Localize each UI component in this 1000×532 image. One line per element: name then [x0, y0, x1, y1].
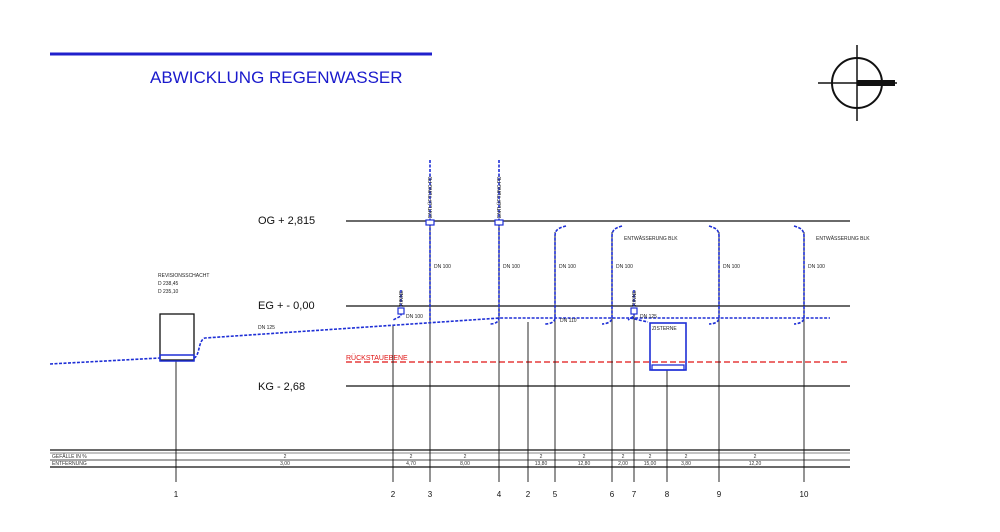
dn-label-3: DN 100	[434, 264, 451, 270]
rinne-label-7: RINNE	[632, 290, 638, 306]
axis-number: 1	[174, 490, 179, 499]
shaft-line1: D 238,45	[158, 281, 179, 287]
entlueftung-label-3: ENTLÜFTUNG FD	[427, 176, 434, 218]
downpipe-5	[544, 225, 567, 325]
dn-label-4: DN 100	[503, 264, 520, 270]
entlueftung-label-4: ENTLÜFTUNG FD	[496, 176, 503, 218]
gefaelle-value: 2	[649, 454, 652, 460]
axis-number: 4	[497, 490, 502, 499]
axis-numbers: 1 2 3 4 2 5 6 7 8 9 10	[174, 490, 809, 499]
bottom-table	[50, 449, 850, 468]
axis-number: 2	[526, 490, 531, 499]
entfernung-values: 3,00 4,70 8,00 13,80 12,80 2,00 15,00 3,…	[280, 461, 761, 467]
axis-number: 2	[391, 490, 396, 499]
level-og: OG + 2,815	[258, 215, 315, 227]
rueckstau-label: RÜCKSTAUEBENE	[346, 354, 408, 362]
dn-label-9: DN 100	[723, 264, 740, 270]
entfernung-value: 15,00	[644, 461, 657, 467]
downpipe-4	[489, 160, 500, 325]
rinne-2	[392, 290, 402, 321]
rinne-label-2: RINNE	[399, 290, 405, 306]
axis-lines	[175, 226, 805, 482]
level-kg: KG - 2,68	[258, 381, 305, 393]
entfernung-value: 4,70	[406, 461, 416, 467]
gefaelle-value: 2	[685, 454, 688, 460]
dn-label-5b: DN 110	[560, 318, 577, 324]
gefaelle-value: 2	[464, 454, 467, 460]
level-eg: EG + - 0,00	[258, 300, 315, 312]
vent-cap-3	[425, 219, 435, 226]
downpipe-10	[793, 225, 805, 325]
balcony-label-6: ENTWÄSSERUNG BLK	[624, 235, 678, 242]
dn-label-2: DN 100	[406, 314, 423, 320]
axis-number: 5	[553, 490, 558, 499]
entfernung-value: 12,20	[749, 461, 762, 467]
axis-number: 6	[610, 490, 615, 499]
dn-label-10: DN 100	[808, 264, 825, 270]
revisionsschacht-box	[159, 313, 195, 361]
downpipe-9	[708, 225, 720, 325]
main-pipe	[49, 317, 830, 365]
shaft-line2: D 235,10	[158, 289, 179, 295]
downpipes	[392, 160, 805, 325]
drawing-title: ABWICKLUNG REGENWASSER	[150, 68, 403, 87]
row-gefaelle-label: GEFÄLLE IN %	[52, 453, 87, 460]
balcony-label-10: ENTWÄSSERUNG BLK	[816, 235, 870, 242]
axis-number: 10	[800, 490, 809, 499]
axis-number: 8	[665, 490, 670, 499]
dn-label-5: DN 100	[559, 264, 576, 270]
row-entfernung-label: ENTFERNUNG	[52, 461, 87, 467]
entfernung-value: 8,00	[460, 461, 470, 467]
gefaelle-value: 2	[754, 454, 757, 460]
gefaelle-value: 2	[583, 454, 586, 460]
axis-number: 7	[632, 490, 637, 499]
entfernung-value: 3,80	[681, 461, 691, 467]
zisterne-label: ZISTERNE	[652, 326, 677, 332]
rinne-cap-7	[630, 307, 638, 315]
axis-number: 9	[717, 490, 722, 499]
pipe-to-cistern	[629, 317, 649, 323]
downpipe-6	[601, 225, 623, 325]
dn-label-7: DN 125	[640, 314, 657, 320]
gefaelle-value: 2	[622, 454, 625, 460]
gefaelle-values: 2 2 2 2 2 2 2 2 2	[284, 454, 757, 460]
dn-label-6: DN 100	[616, 264, 633, 270]
rinne-cap-2	[397, 307, 405, 315]
entfernung-value: 2,00	[618, 461, 628, 467]
gefaelle-value: 2	[284, 454, 287, 460]
entfernung-value: 3,00	[280, 461, 290, 467]
dn-label-main: DN 125	[258, 325, 275, 331]
entfernung-value: 13,80	[535, 461, 548, 467]
north-arrow-icon	[818, 45, 897, 121]
vent-cap-4	[494, 219, 504, 226]
zisterne-base	[651, 364, 685, 371]
shaft-name: REVISIONSSCHACHT	[158, 273, 209, 279]
gefaelle-value: 2	[410, 454, 413, 460]
entfernung-value: 12,80	[578, 461, 591, 467]
gefaelle-value: 2	[540, 454, 543, 460]
axis-number: 3	[428, 490, 433, 499]
